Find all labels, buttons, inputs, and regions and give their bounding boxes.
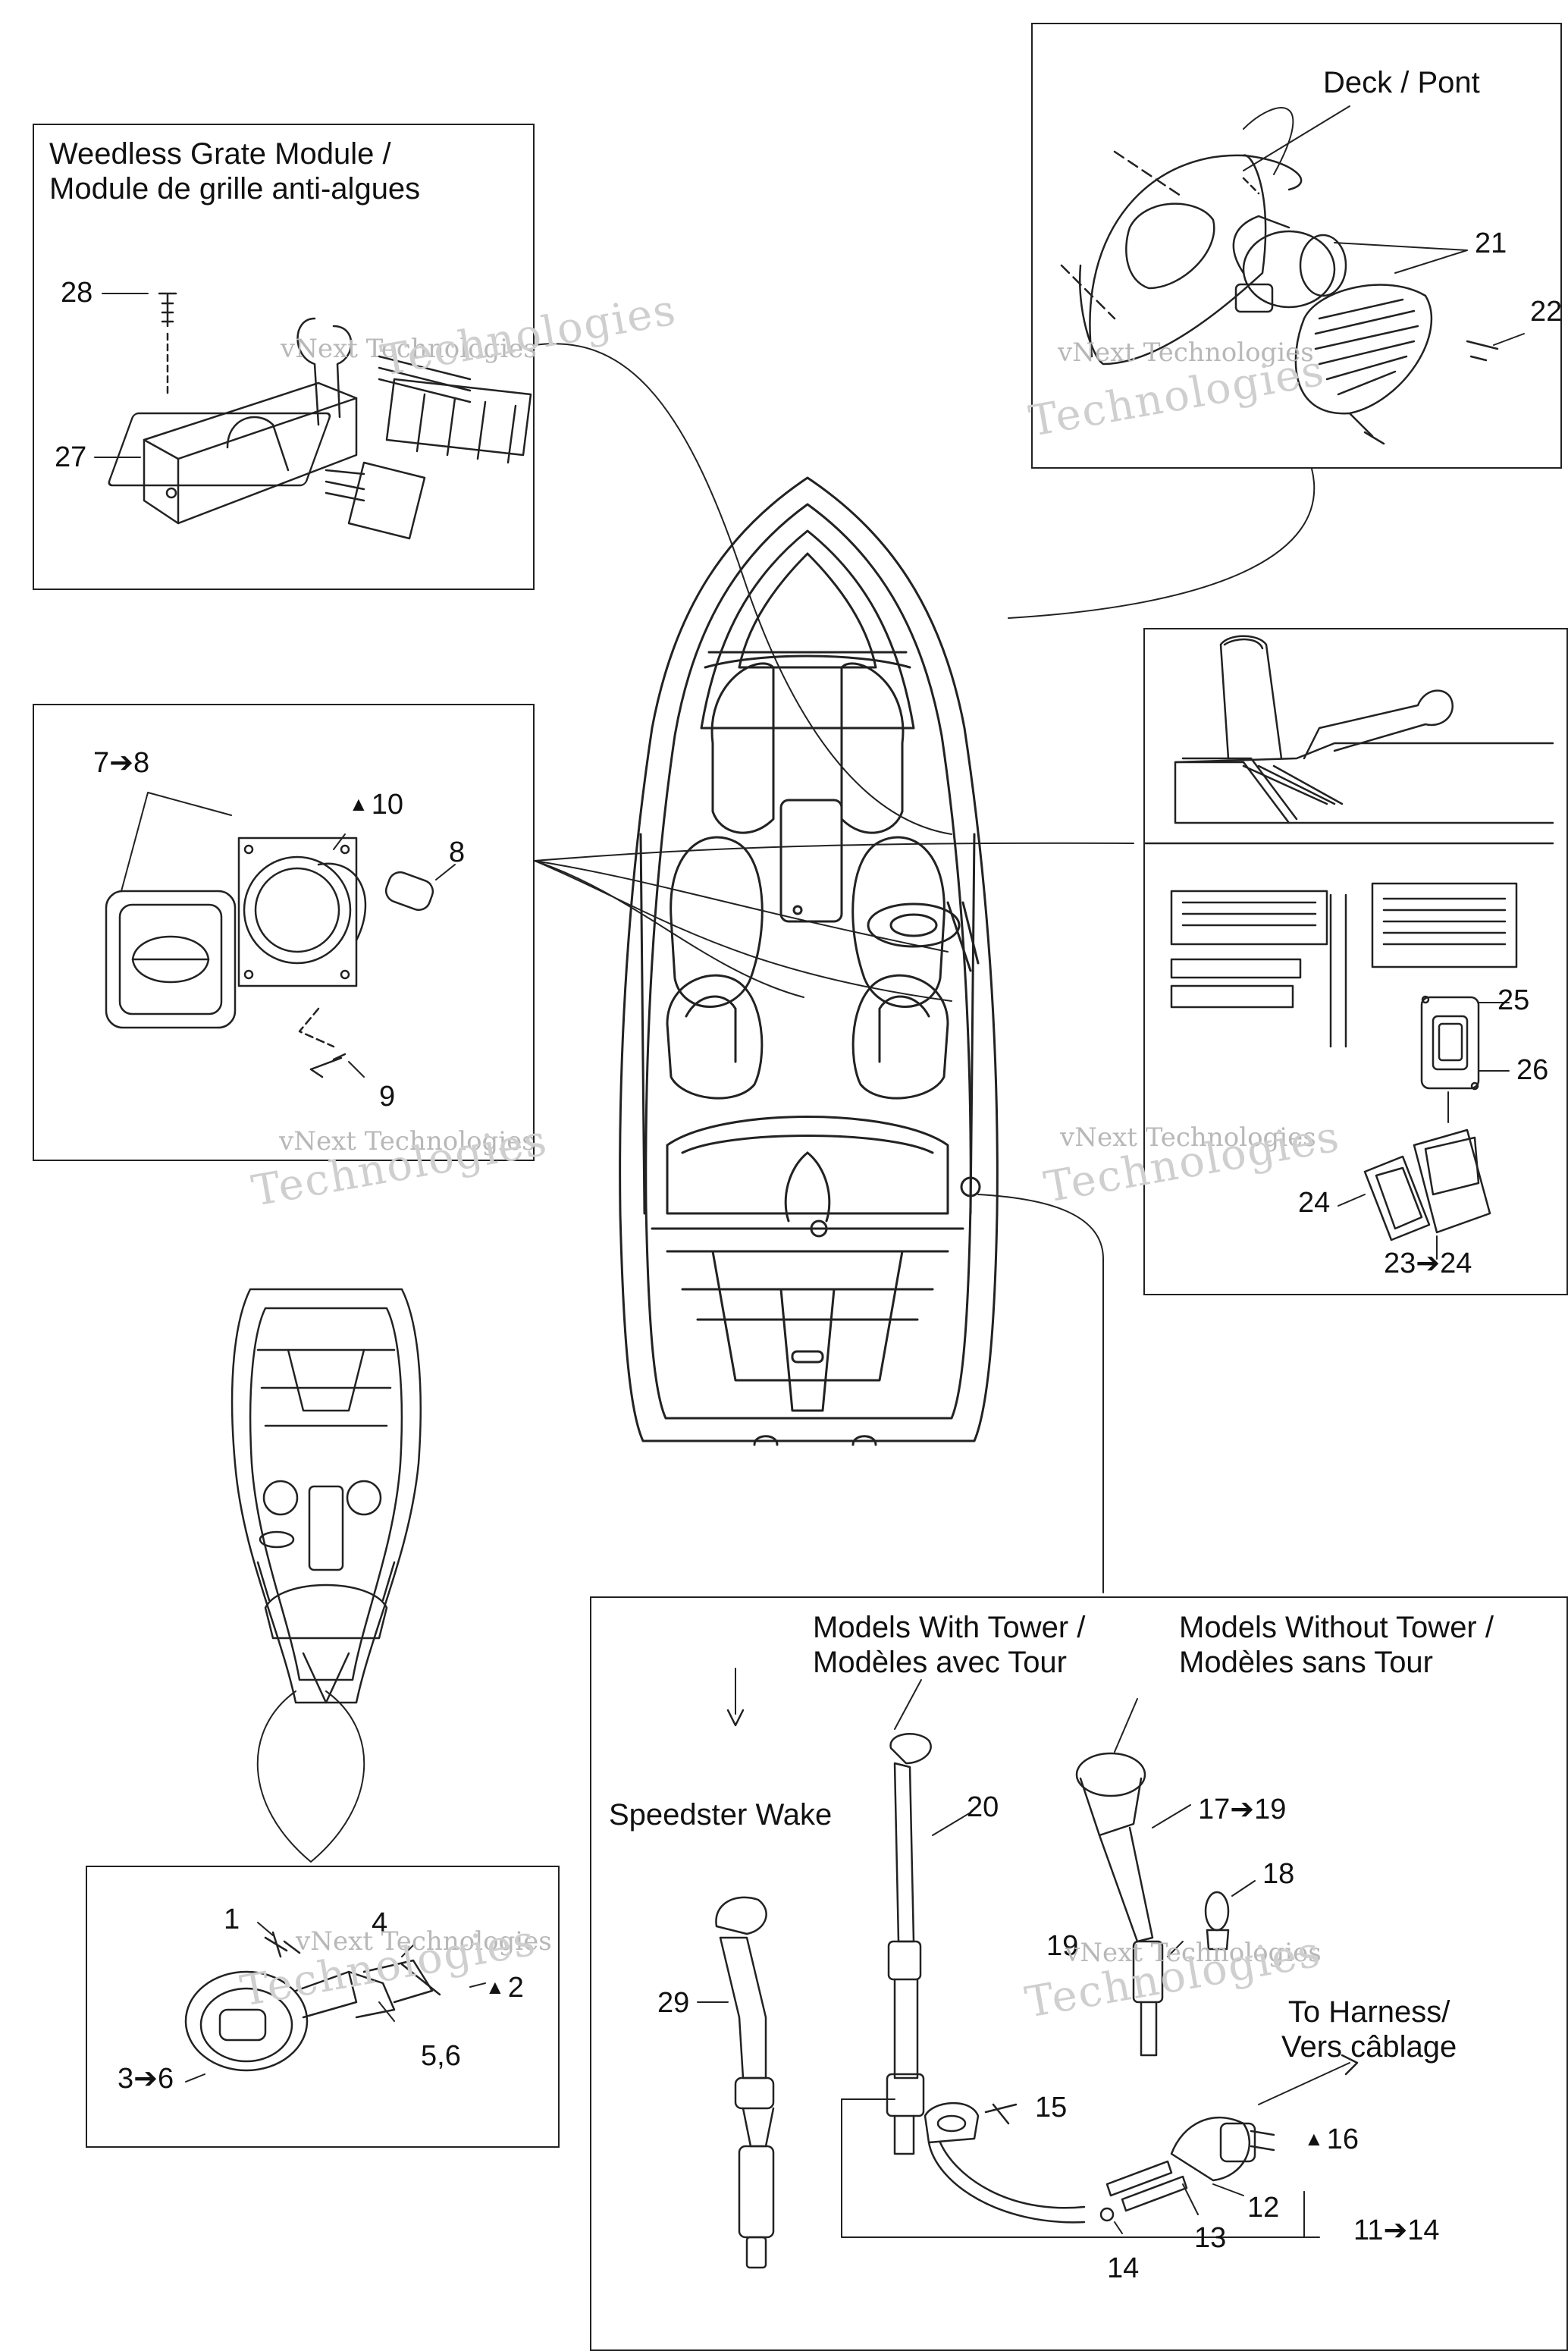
callout-4: 4	[372, 1907, 388, 1939]
deck-horn-parts	[1060, 105, 1525, 445]
models-without-tower-label: Models Without Tower / Modèles sans Tour	[1179, 1611, 1494, 1679]
leader-lines	[256, 343, 1316, 1863]
callout-16: 16	[1304, 2123, 1359, 2157]
callout-2: 2	[485, 1972, 524, 2005]
watermark-text: vNext Technologies	[296, 1926, 552, 1957]
models-with-tower-label: Models With Tower / Modèles avec Tour	[813, 1611, 1086, 1679]
callout-15: 15	[1035, 2092, 1068, 2123]
throttle-and-label-parts	[1143, 635, 1554, 1260]
instrument-switch-panel	[33, 704, 535, 1161]
callout-22: 22	[1530, 296, 1563, 328]
callout-13: 13	[1194, 2222, 1227, 2254]
callout-25: 25	[1497, 984, 1530, 1016]
callout-1: 1	[224, 1904, 240, 1935]
watermark-text: vNext Technologies	[1065, 1938, 1322, 1968]
to-harness-label: To Harness/ Vers câblage	[1281, 1995, 1457, 2064]
callout-17-19: 17➔19	[1198, 1794, 1287, 1825]
deck-title: Deck / Pont	[1323, 66, 1480, 99]
callout-23-24: 23➔24	[1384, 1248, 1472, 1279]
callout-14: 14	[1107, 2252, 1140, 2284]
callout-20: 20	[967, 1791, 999, 1823]
callout-29: 29	[657, 1987, 690, 2019]
weedless-grate-title: Weedless Grate Module / Module de grille…	[49, 137, 421, 206]
callout-5-6: 5,6	[421, 2040, 461, 2072]
courtesy-light-parts	[184, 1922, 486, 2083]
watermark-text: vNext Technologies	[1058, 337, 1314, 368]
callout-27: 27	[55, 441, 87, 473]
speedster-wake-label: Speedster Wake	[609, 1798, 833, 1832]
callout-26: 26	[1516, 1054, 1549, 1086]
watermark-text: vNext Technologies	[1060, 1122, 1316, 1153]
callout-12: 12	[1247, 2192, 1280, 2224]
callout-19: 19	[1046, 1930, 1079, 1962]
callout-28: 28	[61, 277, 93, 309]
navigation-light-panel	[590, 1596, 1568, 2351]
callout-11-14: 11➔14	[1353, 2214, 1440, 2246]
callout-24: 24	[1298, 1187, 1331, 1219]
callout-10: 10	[349, 789, 403, 822]
instrument-switch-parts	[105, 792, 456, 1078]
navigation-light-parts	[697, 1668, 1359, 2269]
courtesy-light-panel	[86, 1866, 560, 2148]
weedless-grate-module-parts	[94, 292, 532, 540]
weedless-grate-panel	[33, 124, 535, 590]
callout-8: 8	[449, 837, 466, 868]
throttle-label-panel	[1143, 628, 1568, 1295]
watermark-text: vNext Technologies	[281, 334, 537, 364]
callout-18: 18	[1262, 1858, 1295, 1890]
callout-7-8: 7➔8	[93, 747, 150, 779]
watermark-text: vNext Technologies	[279, 1126, 535, 1157]
callout-9: 9	[379, 1081, 396, 1113]
deck-horn-panel	[1031, 23, 1562, 469]
callout-21: 21	[1475, 228, 1507, 259]
callout-3-6: 3➔6	[118, 2063, 174, 2095]
small-boat-hull	[230, 1288, 422, 1704]
main-boat-hull	[619, 476, 999, 1446]
